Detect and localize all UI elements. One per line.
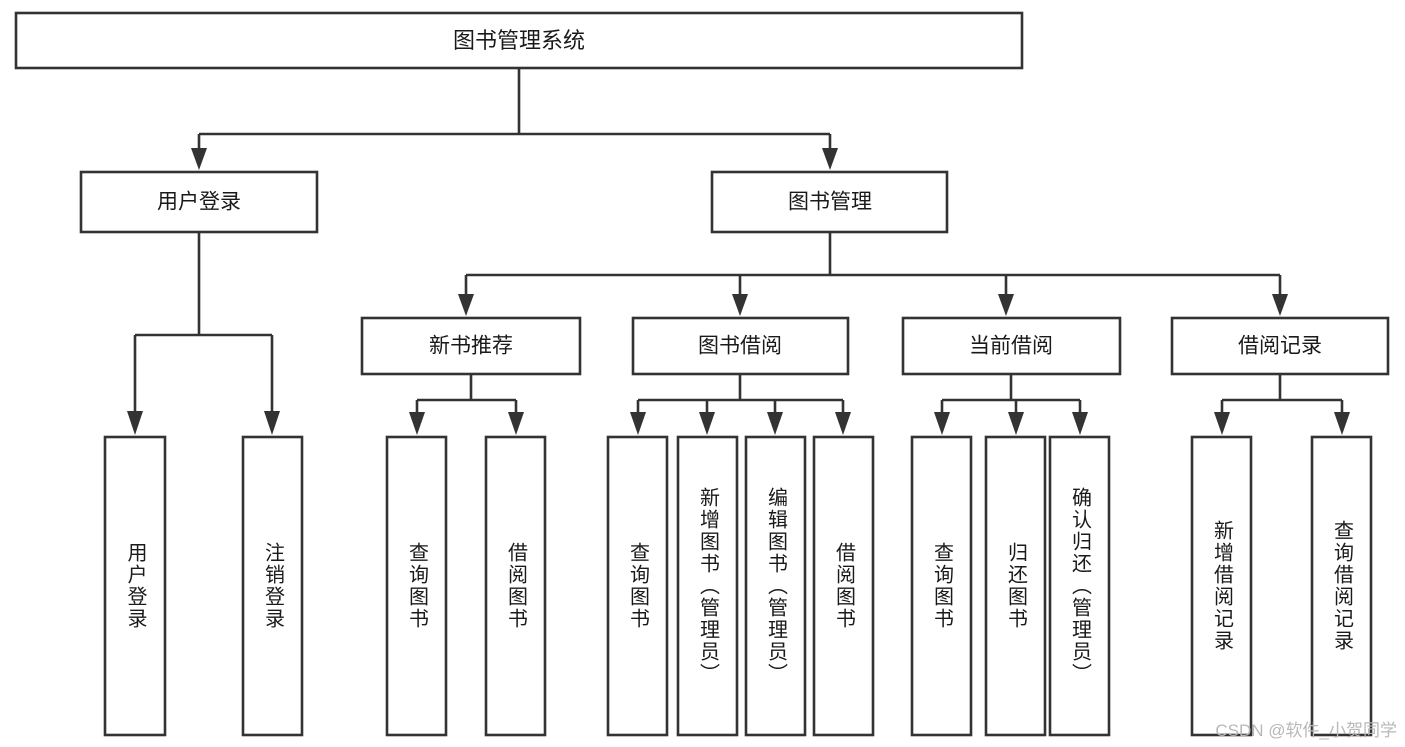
- node-current-borrow-box[interactable]: [901, 316, 1122, 376]
- node-layer: 图书管理系统 用户登录 图书管理 新书推荐 图书借阅 当前借阅 借阅记录: [14, 11, 1390, 737]
- node-leaf-query-book-cur-box[interactable]: [910, 435, 973, 737]
- node-borrow-record-box[interactable]: [1170, 316, 1390, 376]
- arrow-head-leaf-query-book-cur: [934, 412, 950, 435]
- arrow-head-leaf-query-book-rec: [409, 412, 425, 435]
- arrow-head-leaf-query-book-borrow: [630, 412, 646, 435]
- node-leaf-query-borrow-record-box[interactable]: [1310, 435, 1373, 737]
- arrow-head-user-login: [191, 148, 207, 170]
- arrow-head-leaf-edit-book-admin: [767, 412, 783, 435]
- node-current-borrow-label: 当前借阅: [969, 335, 1053, 358]
- connector-layer: [127, 68, 1350, 435]
- node-user-login-label: 用户登录: [157, 191, 241, 214]
- arrow-head-new-book-recommend: [458, 294, 474, 316]
- arrow-head-leaf-add-book-admin: [699, 412, 715, 435]
- arrow-head-leaf-user-logout: [264, 411, 280, 435]
- node-leaf-borrow-book-rec-box[interactable]: [484, 435, 547, 737]
- node-new-book-recommend-label: 新书推荐: [429, 335, 513, 358]
- node-root-box[interactable]: [14, 11, 1024, 70]
- arrow-head-leaf-confirm-return-admin: [1072, 412, 1088, 435]
- arrow-head-borrow-record: [1272, 294, 1288, 316]
- node-leaf-edit-book-admin-box[interactable]: [744, 435, 807, 737]
- arrow-head-book-borrow: [732, 294, 748, 316]
- node-leaf-add-book-admin-box[interactable]: [676, 435, 739, 737]
- node-leaf-query-book-rec-box[interactable]: [385, 435, 448, 737]
- node-leaf-user-login-box[interactable]: [103, 435, 167, 737]
- node-leaf-borrow-book-box[interactable]: [812, 435, 875, 737]
- node-leaf-query-book-borrow-box[interactable]: [606, 435, 669, 737]
- arrow-head-leaf-query-borrow-record: [1334, 412, 1350, 435]
- arrow-head-leaf-add-borrow-record: [1214, 412, 1230, 435]
- node-leaf-user-logout-box[interactable]: [241, 435, 304, 737]
- node-leaf-confirm-return-admin-box[interactable]: [1048, 435, 1111, 737]
- node-book-borrow-box[interactable]: [631, 316, 850, 376]
- node-leaf-add-borrow-record-box[interactable]: [1190, 435, 1253, 737]
- arrow-head-leaf-user-login: [127, 411, 143, 435]
- watermark-text: CSDN @软件_小贺同学: [1215, 721, 1397, 740]
- arrow-head-leaf-borrow-book: [835, 412, 851, 435]
- arrow-head-current-borrow: [998, 294, 1014, 316]
- arrow-head-leaf-return-book: [1008, 412, 1024, 435]
- node-book-manage-box[interactable]: [710, 170, 949, 234]
- arrow-head-book-manage: [822, 148, 838, 170]
- node-book-borrow-label: 图书借阅: [698, 335, 782, 358]
- arrow-head-leaf-borrow-book-rec: [508, 412, 524, 435]
- node-new-book-recommend-box[interactable]: [360, 316, 582, 376]
- node-book-manage-label: 图书管理: [788, 191, 872, 214]
- node-borrow-record-label: 借阅记录: [1238, 335, 1322, 358]
- node-leaf-return-book-box[interactable]: [984, 435, 1047, 737]
- node-user-login-box[interactable]: [79, 170, 319, 234]
- node-root-label: 图书管理系统: [453, 28, 585, 53]
